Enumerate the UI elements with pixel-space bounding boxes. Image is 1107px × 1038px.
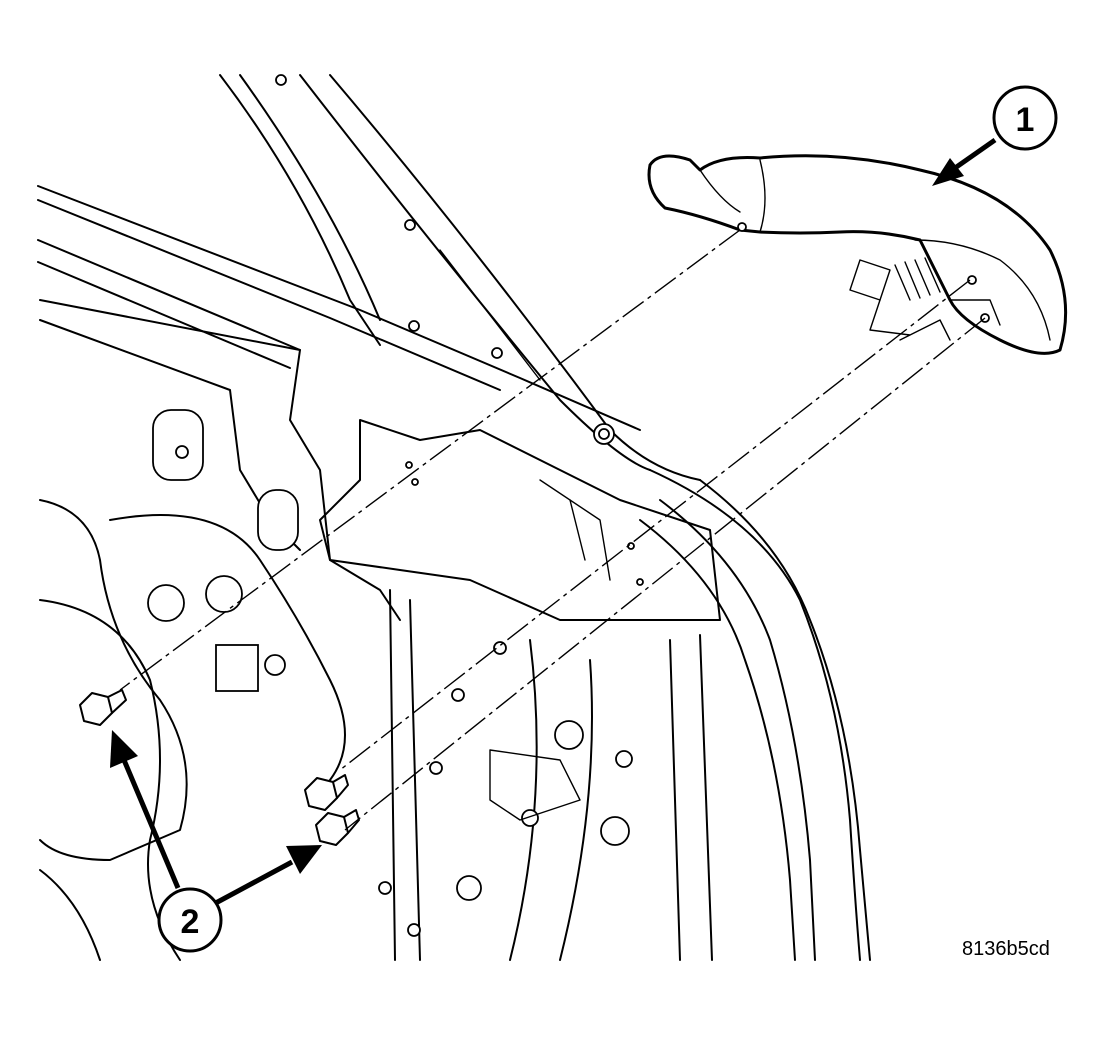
fastener-screw-3 — [315, 809, 360, 846]
callout-1-label: 1 — [1016, 101, 1035, 139]
callout-arrow-2a — [110, 730, 181, 889]
callout-2: 2 — [157, 887, 223, 953]
fastener-screw-2 — [304, 774, 349, 811]
callout-arrow-1 — [932, 137, 997, 186]
callout-1: 1 — [992, 85, 1058, 151]
outside-door-handle — [647, 154, 1068, 355]
callout-arrow-2b — [210, 845, 322, 908]
figure-reference-code: 8136b5cd — [962, 938, 1050, 960]
door-panel — [37, 74, 871, 961]
callout-2-label: 2 — [181, 903, 200, 941]
alignment-lines — [119, 229, 986, 831]
fastener-screw-1 — [79, 689, 127, 726]
panel-holes — [147, 74, 644, 937]
handle-mounting-bracket — [319, 419, 721, 621]
